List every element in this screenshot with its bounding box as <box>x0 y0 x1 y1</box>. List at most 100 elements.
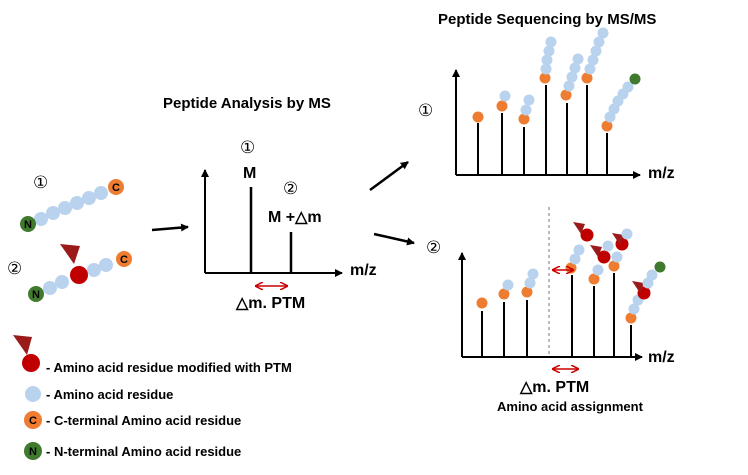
residue-circle <box>94 186 108 200</box>
residue-circle <box>70 196 84 210</box>
residue-circle <box>87 263 101 277</box>
ptm-residue <box>580 228 594 242</box>
msms-title: Peptide Sequencing by MS/MS <box>438 11 656 28</box>
fragment-ions <box>472 27 641 132</box>
amino-acid-assignment-caption: Amino acid assignment <box>497 399 644 414</box>
residue-icon <box>25 386 41 402</box>
residue-circle <box>82 191 96 205</box>
residue-circle <box>646 269 658 281</box>
c-terminal-icon <box>24 411 42 429</box>
c-terminal-residue <box>472 111 484 123</box>
n-terminal-icon <box>24 442 42 460</box>
ptm-marker <box>612 233 624 245</box>
legend-residue-label: - Amino acid residue <box>46 387 173 402</box>
residue-circle <box>597 27 609 39</box>
residue-circle <box>587 54 599 66</box>
ms-spectrum: ① M ② M +△m m/z △m. PTM <box>201 138 377 312</box>
n-terminal-glyph: N <box>24 219 32 231</box>
residue-circle <box>543 45 555 57</box>
ptm-marker-icon <box>13 335 32 355</box>
msms-spectrum-1: ① m/z <box>418 27 675 182</box>
ms-title: Peptide Analysis by MS <box>163 95 331 112</box>
msms-spectrum-2: ② m/z <box>426 207 675 414</box>
ms-label-1: ① <box>240 138 255 157</box>
residue-circle <box>628 303 640 315</box>
n-terminal-residue <box>20 216 36 232</box>
n-terminal-residue <box>629 73 641 85</box>
residue-circle <box>602 240 614 252</box>
residue-circle <box>43 281 57 295</box>
residue-circle <box>499 90 511 102</box>
x-axis-label: m/z <box>350 262 377 279</box>
residue-circle <box>572 53 584 65</box>
residue-circle <box>34 212 48 226</box>
msms-label-1: ① <box>418 101 433 120</box>
residue-circle <box>593 36 605 48</box>
residue-circle <box>46 206 60 220</box>
ptm-residue <box>597 250 611 264</box>
c-terminal-glyph: C <box>29 415 37 427</box>
residue-circle <box>502 279 514 291</box>
c-terminal-residue <box>608 260 620 272</box>
legend-item-ptm: - Amino acid residue modified with PTM <box>13 335 292 375</box>
arrow-to-msms-2 <box>373 232 415 246</box>
c-terminal-residue <box>521 286 533 298</box>
c-terminal-residue <box>601 120 613 132</box>
legend-n-terminal-label: - N-terminal Amino acid residue <box>46 444 241 459</box>
residue-circle <box>569 62 581 74</box>
residue-circle <box>540 63 552 75</box>
peptide-label-1: ① <box>33 173 48 192</box>
residue-circle <box>99 258 113 272</box>
delta-ptm-label: △m. PTM <box>235 295 305 312</box>
delta-ptm-label: △m. PTM <box>519 379 589 396</box>
fragment-ions <box>476 222 666 324</box>
legend-ptm-label: - Amino acid residue modified with PTM <box>46 360 292 375</box>
ms-label-2: ② <box>283 179 298 198</box>
residue-circle <box>527 268 539 280</box>
residue-circle <box>573 244 585 256</box>
peptide-chains: ① ② N C N C <box>7 173 132 302</box>
residue-circle <box>569 253 581 265</box>
residue-circle <box>55 275 69 289</box>
c-terminal-residue <box>476 297 488 309</box>
ptm-marker <box>632 281 644 293</box>
x-axis-label: m/z <box>648 165 675 182</box>
arrow-to-msms-1 <box>369 160 409 192</box>
residue-circle <box>523 94 535 106</box>
c-terminal-residue <box>625 312 637 324</box>
residue-circle <box>590 45 602 57</box>
peptide-chain-1: N C <box>20 179 124 232</box>
msms-label-2: ② <box>426 238 441 257</box>
x-axis-label: m/z <box>648 349 675 366</box>
peak-m-label: M <box>243 165 256 182</box>
peptide-chain-2: N C <box>28 244 132 302</box>
residue-circle <box>58 201 72 215</box>
ptm-marker <box>573 222 585 234</box>
peptide-label-2: ② <box>7 259 22 278</box>
legend: - Amino acid residue modified with PTM -… <box>13 335 292 460</box>
c-terminal-residue <box>108 179 124 195</box>
ptm-residue <box>70 266 88 284</box>
c-terminal-glyph: C <box>112 182 120 194</box>
residue-circle <box>611 251 623 263</box>
c-terminal-residue <box>588 273 600 285</box>
residue-circle <box>592 264 604 276</box>
legend-c-terminal-label: - C-terminal Amino acid residue <box>46 413 241 428</box>
fragment-peaks <box>477 85 608 175</box>
residue-circle <box>584 63 596 75</box>
c-terminal-residue <box>518 113 530 125</box>
c-terminal-residue <box>581 72 593 84</box>
legend-item-n-terminal: N - N-terminal Amino acid residue <box>24 442 241 460</box>
legend-item-residue: - Amino acid residue <box>25 386 173 402</box>
residue-circle <box>524 277 536 289</box>
n-terminal-residue <box>28 286 44 302</box>
c-terminal-residue <box>116 251 132 267</box>
c-terminal-glyph: C <box>120 254 128 266</box>
n-terminal-glyph: N <box>32 289 40 301</box>
residue-circle <box>566 71 578 83</box>
ptm-marker <box>590 245 602 257</box>
residue-circle <box>622 81 634 93</box>
ptm-marker <box>60 244 80 264</box>
residue-circle <box>545 36 557 48</box>
